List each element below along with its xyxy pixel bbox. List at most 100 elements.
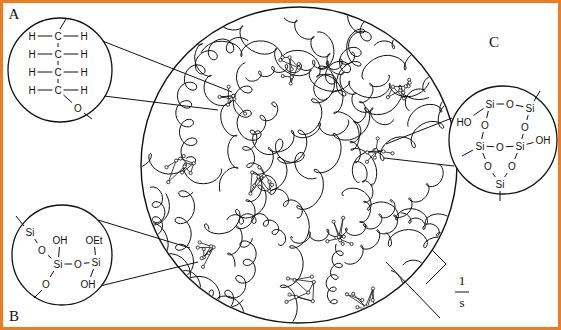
atom-label: C [54,67,61,78]
polymer-chain [403,240,541,282]
silica-cluster [365,137,394,164]
polymer-chain [116,187,164,305]
polymer-chain [374,0,432,49]
atom-label: Si [496,179,505,190]
polymer-chain [243,102,303,218]
leader-lines [98,40,454,286]
zoom-circle [449,86,557,194]
chemical-bond [482,132,484,139]
polymer-chain [185,25,238,192]
chemical-bond [493,173,496,177]
atom-label: Si [486,99,495,110]
chemical-bond [91,269,94,277]
atom-label: C [54,49,61,60]
atom-label: H [80,31,87,42]
chemical-bond [527,115,528,120]
atom-label: Si [54,259,63,270]
polymer-chain [284,18,394,125]
atom-label: OH [53,235,68,246]
atom-label: O [484,161,492,172]
dangling-bonds [16,19,540,298]
polymer-chain [246,52,355,81]
chemical-bond [497,104,505,105]
chemical-bond [58,43,59,47]
chemical-bond [58,247,60,257]
atom-label: OH [81,279,96,290]
chemical-bond [58,79,59,83]
atom-label: O [506,99,514,110]
atom-label: C [54,85,61,96]
polymer-chain [152,193,263,330]
chemical-bond [38,90,53,91]
chemical-bond [64,36,79,37]
polymer-chain [176,38,248,165]
polymer-chain [386,230,532,321]
chemical-bond [64,72,79,73]
chemical-bond [38,36,53,37]
atom-label: H [80,85,87,96]
atom-label: Si [516,141,525,152]
chemical-bond [506,146,514,147]
polymer-chain [326,244,343,304]
chemical-bond [487,146,495,147]
polymer-chain [228,120,349,267]
atom-label: H [28,67,35,78]
polymer-chain [342,188,486,231]
panel-letter: A [9,6,20,23]
chemical-bond [516,105,524,107]
polymer-chain [233,62,316,178]
material-circle [141,7,457,323]
atom-label: H [28,85,35,96]
chemical-bond [515,153,517,159]
chemical-bond [65,264,73,265]
silica-cluster [196,241,215,269]
atom-label: O [38,245,46,256]
chemical-bond [527,143,534,145]
chemical-bond [64,90,79,91]
chemical-bond [38,54,53,55]
atom-label: OH [536,135,551,146]
chemical-bond [58,61,59,65]
atom-label: H [28,49,35,60]
polymer-coils [43,0,561,330]
polymer-chain [227,214,286,246]
chemical-bond [50,271,54,277]
polymer-chain [291,200,395,244]
silica-cluster [326,216,353,245]
panel-letter: B [9,308,19,325]
atom-label: Si [476,141,485,152]
silica-cluster [345,287,375,312]
chemical-bond [38,72,53,73]
polymer-chain [178,0,429,98]
polymer-chain [314,0,416,100]
atom-label: O [74,259,82,270]
polymer-chain [359,271,404,330]
dimension-label: 1 [459,273,466,289]
chemical-bond [84,262,90,264]
silica-cluster [285,275,316,303]
atom-label: HO [457,117,472,128]
chemical-bond [474,109,484,116]
polymer-chain [201,41,377,186]
polymer-chain [401,213,493,253]
dimension-label: s [459,295,464,311]
atom-label: Si [526,103,535,114]
silica-cluster [279,56,301,85]
atom-label: H [80,67,87,78]
atom-label: H [80,49,87,60]
chemical-bond [505,173,508,177]
silica-cluster [249,166,274,196]
zoom-circle [12,205,112,305]
atom-label: O [521,122,529,133]
polymer-chain [205,32,335,234]
atom-label: O [74,103,82,114]
atom-label: H [28,31,35,42]
polymer-chain [345,165,444,265]
polymer-chain [212,238,256,316]
chemical-bond [64,95,73,103]
chemical-bond [94,247,96,255]
atom-label: Si [26,227,35,238]
silica-cluster [218,85,247,115]
chemical-bond [483,153,485,159]
